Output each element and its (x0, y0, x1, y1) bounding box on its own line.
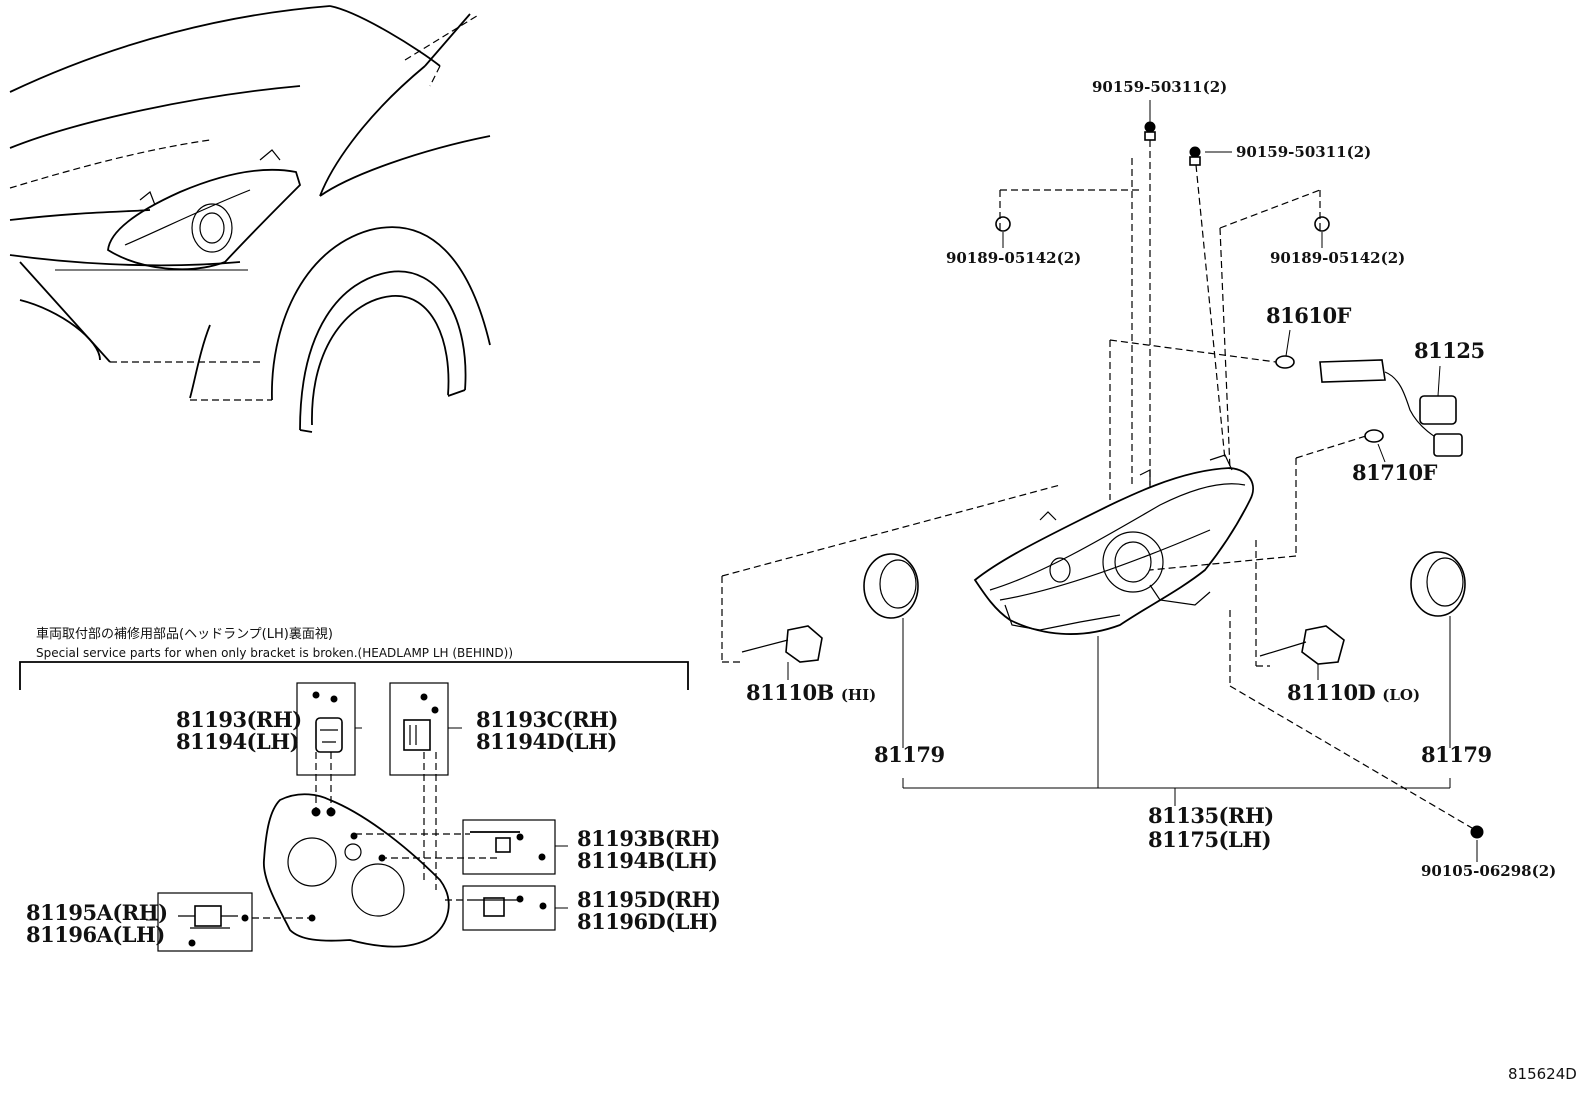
label-90189-05142-left: 90189-05142(2) (946, 249, 1082, 267)
label-81110B: 81110B (746, 680, 834, 705)
label-81196D: 81196D(LH) (577, 909, 718, 934)
headlamp-exploded-view (721, 100, 1484, 862)
label-81194B: 81194B(LH) (577, 848, 718, 873)
label-90159-50311-right: 90159-50311(2) (1236, 143, 1372, 161)
label-81710F: 81710F (1352, 460, 1437, 485)
label-81195D: 81195D(RH) (577, 887, 721, 912)
headlamp-rear-housing (263, 793, 450, 948)
label-81175: 81175(LH) (1148, 827, 1272, 852)
label-81193: 81193(RH) (176, 707, 302, 732)
label-81196A: 81196A(LH) (26, 922, 165, 947)
label-81195A: 81195A(RH) (26, 900, 168, 925)
label-81194D: 81194D(LH) (476, 729, 617, 754)
label-81110D: 81110D (1287, 680, 1376, 705)
label-81193C: 81193C(RH) (476, 707, 618, 732)
inset-frame (19, 661, 689, 690)
label-90189-05142-right: 90189-05142(2) (1270, 249, 1406, 267)
label-81179-left: 81179 (874, 742, 945, 767)
label-81110D-suffix: (LO) (1382, 686, 1421, 704)
diagram-id: 815624D (1508, 1065, 1577, 1083)
inset-note-en: Special service parts for when only brac… (36, 646, 514, 660)
label-90105-06298: 90105-06298(2) (1421, 862, 1557, 880)
label-81194: 81194(LH) (176, 729, 300, 754)
inset-bracket-boxes (146, 682, 568, 952)
label-81610F: 81610F (1266, 303, 1351, 328)
label-81125: 81125 (1414, 338, 1485, 363)
label-81135: 81135(RH) (1148, 803, 1274, 828)
label-81110D-group: 81110D (LO) (1287, 682, 1420, 705)
label-81193B: 81193B(RH) (577, 826, 720, 851)
label-81110B-suffix: (HI) (840, 686, 877, 704)
vehicle-front-view (9, 5, 491, 433)
label-81179-right: 81179 (1421, 742, 1492, 767)
label-90159-50311-top: 90159-50311(2) (1092, 78, 1228, 96)
label-81110B-group: 81110B (HI) (746, 682, 876, 705)
inset-note-jp: 車両取付部の補修用部品(ヘッドランプ(LH)裏面視) (36, 627, 333, 642)
